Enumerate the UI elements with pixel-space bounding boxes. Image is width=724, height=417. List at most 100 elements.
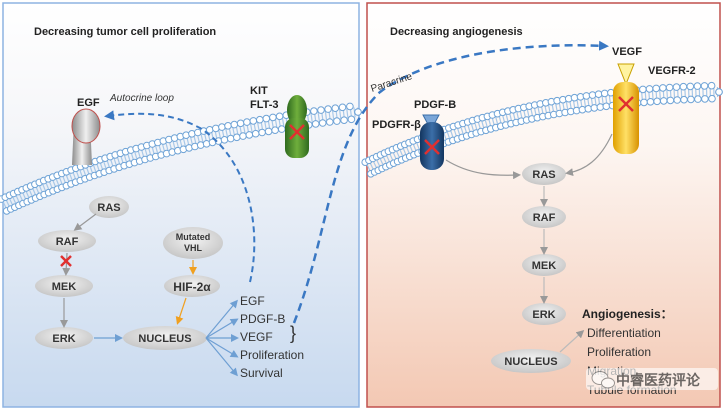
svg-text:ERK: ERK [52,333,75,345]
right-nucleus: NUCLEUS [491,349,571,373]
lipid-head [239,132,247,140]
lipid-head [338,103,347,112]
lipid-head [275,112,284,121]
svg-text:NUCLEUS: NUCLEUS [504,356,557,368]
lipid-head [347,115,356,124]
nucleus-output-arrows [205,299,239,377]
lipid-head [680,95,688,104]
left-nucleus: NUCLEUS [123,326,207,350]
lipid-head [264,127,273,136]
svg-text:RAF: RAF [533,212,556,224]
raf-inhibition-x-icon [60,255,72,267]
lipid-head [715,88,723,96]
svg-text:RAF: RAF [56,236,79,248]
lipid-head [679,82,688,91]
lipid-head [594,90,603,98]
arrow-nucleus-angiogenesis [559,329,585,353]
lipid-head [354,108,362,116]
egf-receptor-label: EGF [77,97,100,109]
lipid-head [230,120,239,129]
lipid-head [220,136,229,144]
pdgfb-label: PDGF-B [414,99,456,111]
lipid-head [588,91,597,99]
lipid-head [277,125,286,133]
kit-label: KIT [250,85,268,97]
left-pathway-ras: RAS [89,196,129,218]
vegfr2-inhibition-x-icon [618,96,634,112]
lipid-head [653,97,661,106]
right-pathway-raf: RAF [522,206,566,228]
output-vegf: VEGF [240,330,273,344]
lipid-head [694,95,702,103]
svg-text:HIF-2α: HIF-2α [173,280,211,294]
angio-item-differentiation: Differentiation [587,326,661,340]
lipid-head [311,120,320,128]
svg-text:Mutated: Mutated [176,232,211,242]
lipid-head [645,85,654,93]
lipid-head [600,89,609,98]
arrow-pdgfr-ras [445,159,521,180]
mutated-vhl: Mutated VHL [163,227,223,259]
lipid-head [602,102,611,111]
lipid-head [318,119,327,127]
lipid-head [331,104,340,112]
lipid-head [652,84,661,93]
lipid-head [700,82,709,90]
lipid-head [256,115,264,124]
paracrine-arrow [292,40,609,324]
lipid-head [582,92,591,100]
lipid-head [262,114,271,123]
lipid-head [212,124,220,133]
lipid-head [245,131,254,139]
lipid-head [310,107,318,115]
output-survival: Survival [240,366,283,380]
vegfr2-receptor [613,63,639,154]
svg-text:ERK: ERK [532,309,555,321]
lipid-head [665,83,674,92]
svg-text:MEK: MEK [532,260,557,272]
arrow-vegfr-ras [565,133,613,177]
lipid-head [269,113,277,122]
hif2a: HIF-2α [164,275,220,297]
lipid-head [686,82,695,91]
lipid-head [659,84,667,92]
lipid-head [673,96,682,104]
right-pathway-ras: RAS [522,163,566,185]
kit-flt3-receptor [285,95,309,158]
svg-text:NUCLEUS: NUCLEUS [138,333,191,345]
svg-text:MEK: MEK [52,281,77,293]
lipid-head [707,81,716,90]
output-egf: EGF [240,294,265,308]
lipid-head [226,134,235,143]
left-panel-title: Decreasing tumor cell proliferation [34,26,216,38]
lipid-head [659,97,668,105]
angiogenesis-title: Angiogenesis： [582,307,673,321]
output-proliferation: Proliferation [240,348,304,362]
lipid-head [317,106,325,114]
right-panel-title: Decreasing angiogenesis [390,26,523,38]
lipid-head [243,118,251,126]
wechat-logo-icon [591,371,615,389]
lipid-head [236,119,245,128]
lipid-head [233,133,241,142]
lipid-head [687,95,695,104]
angio-item-proliferation: Proliferation [587,345,651,359]
lipid-head [693,82,702,90]
lipid-head [258,128,266,137]
left-pathway-raf: RAF [38,230,96,252]
left-pathway-mek: MEK [35,275,93,297]
lipid-head [672,83,681,91]
lipid-head [639,85,647,94]
autocrine-arrow [104,110,256,283]
arrow-hif-nucleus [175,297,187,325]
autocrine-label: Autocrine loop [109,93,174,104]
pdgfr-inhibition-x-icon [424,139,440,155]
lipid-head [271,126,279,134]
lipid-head [333,117,341,125]
lipid-head [218,123,226,131]
vegf-label: VEGF [612,46,642,58]
watermark-text: 中睿医药评论 [616,372,701,388]
watermark: 中睿医药评论 [586,368,718,390]
